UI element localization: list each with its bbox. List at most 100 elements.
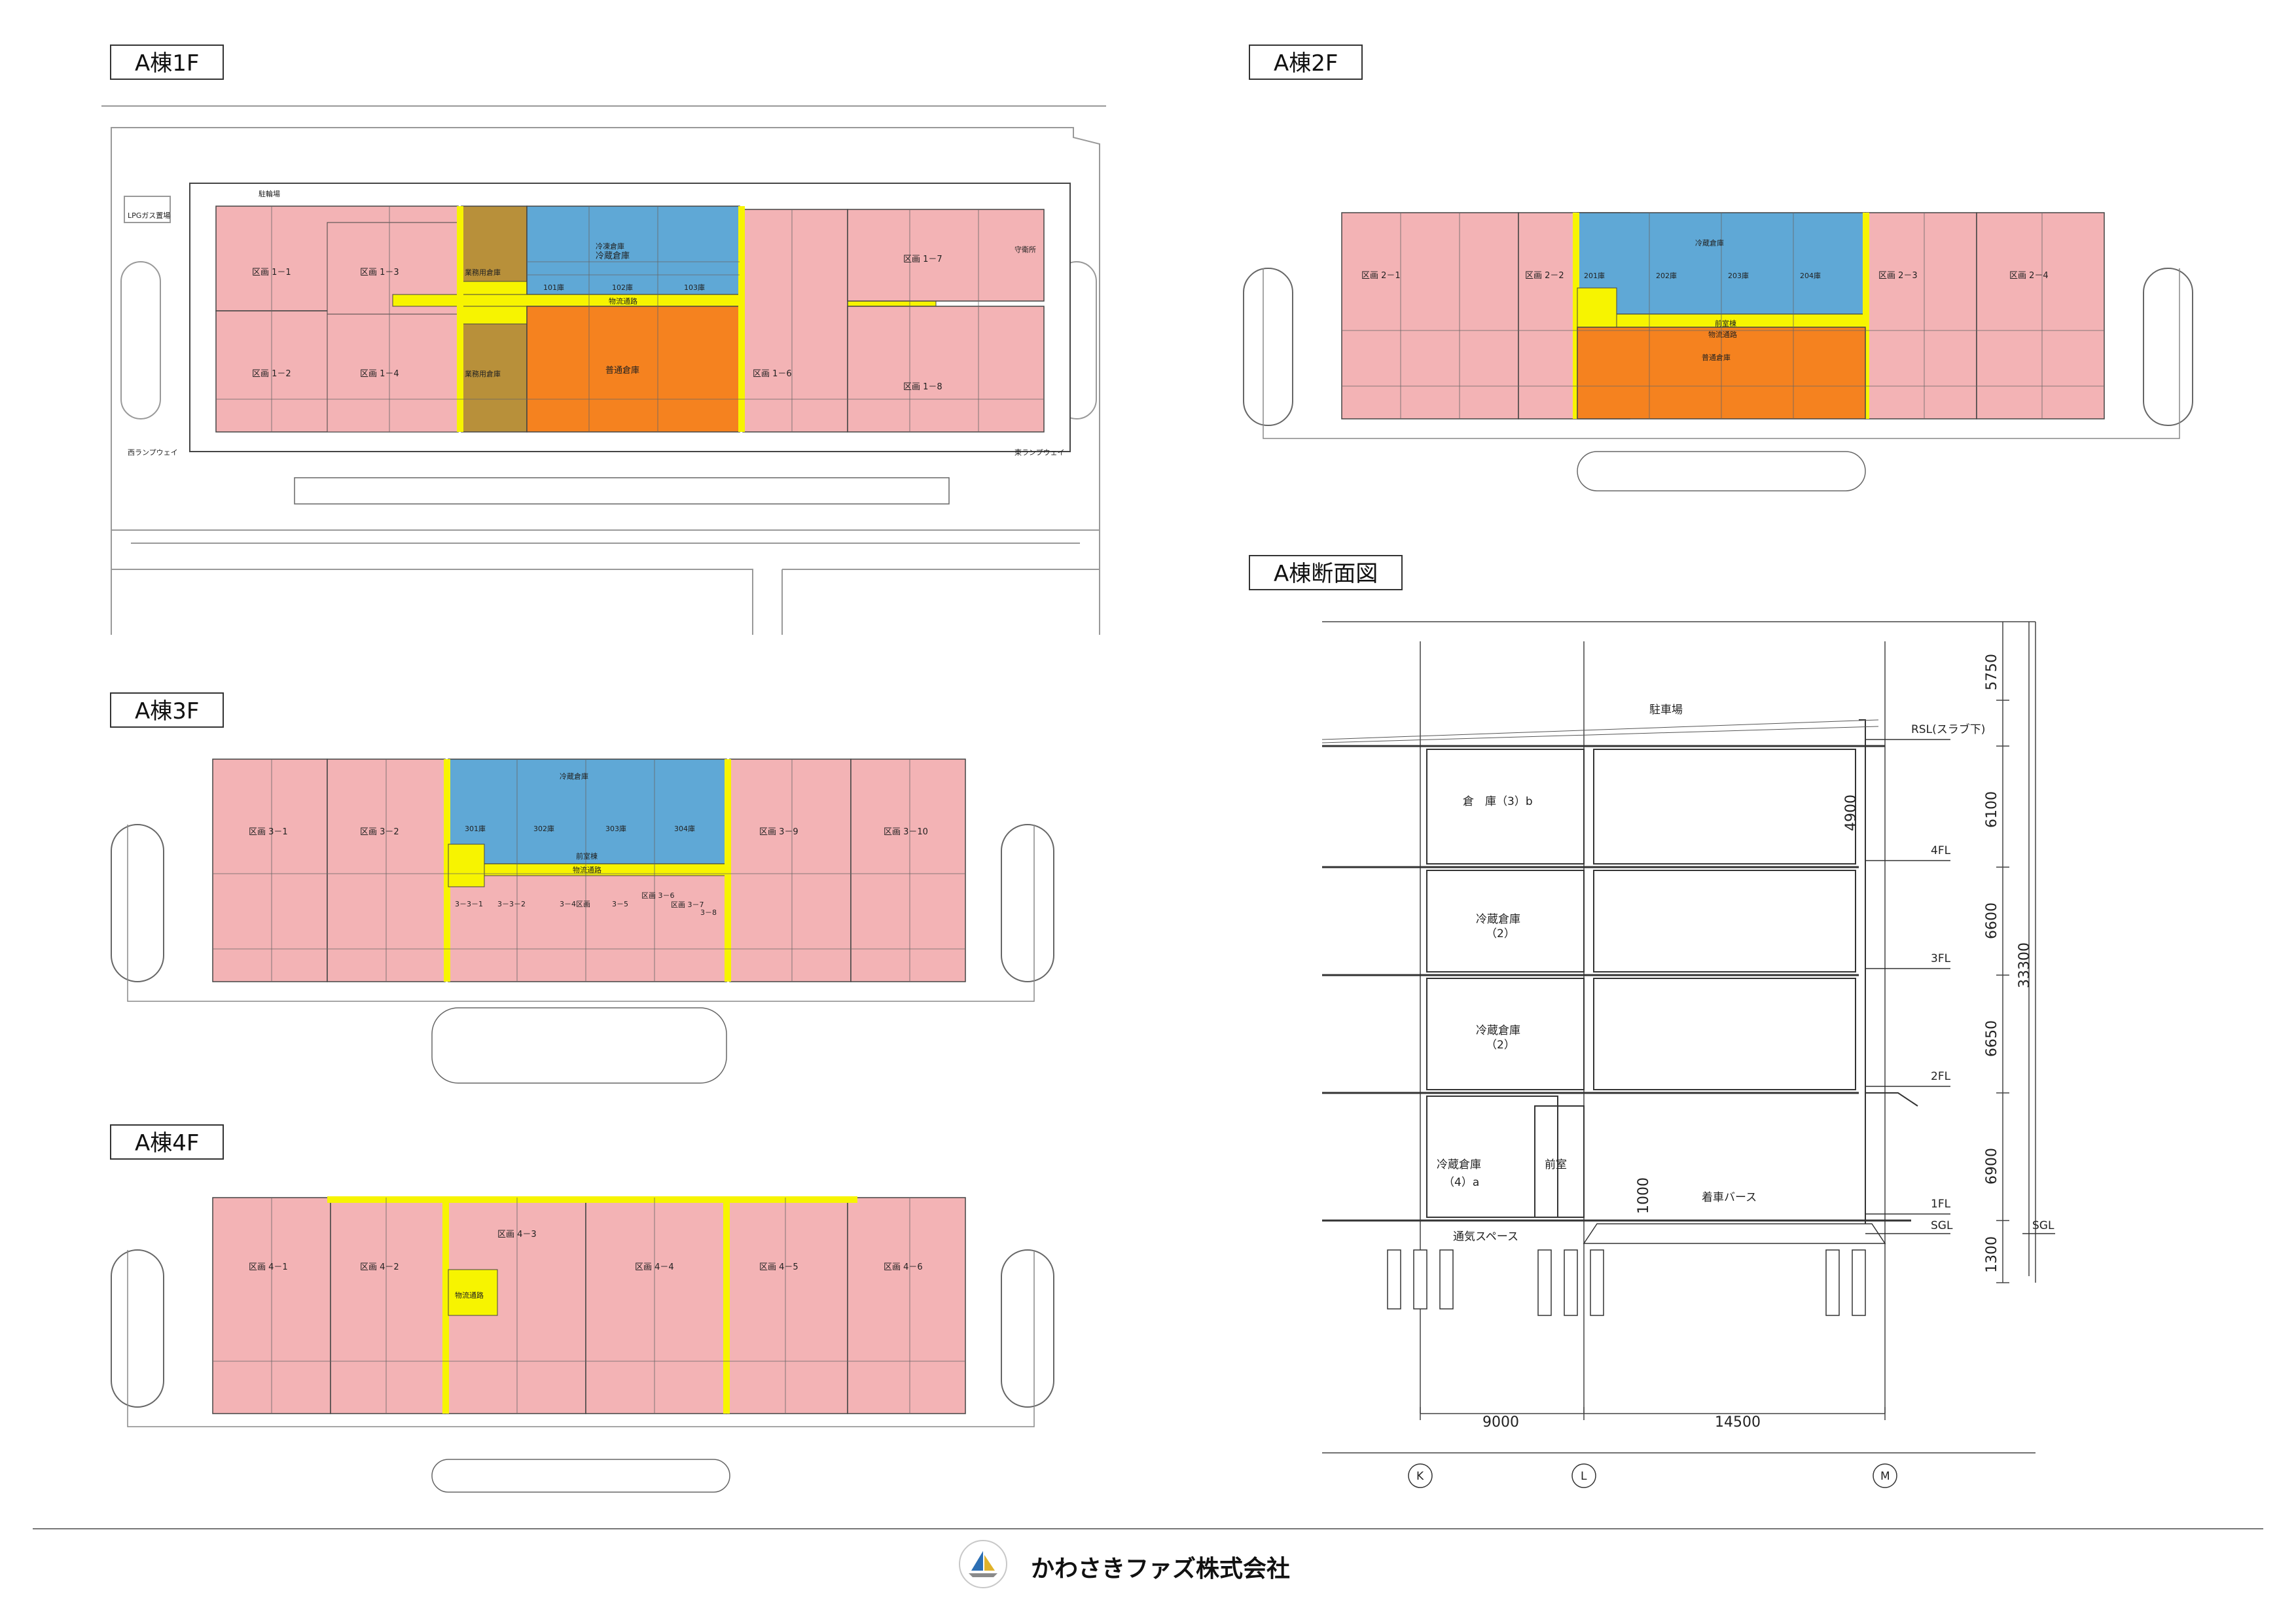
- company-logo-icon: [959, 1540, 1007, 1588]
- corridor-1f-v3: [457, 206, 463, 432]
- fridge-1f-block: [526, 205, 740, 295]
- section-drawing: 駐車場 倉 庫（3）b 冷蔵倉庫 （2） 冷蔵倉庫 （2） 冷蔵倉庫 （4）a …: [1321, 621, 2055, 1488]
- room-103-label: 103庫: [684, 283, 705, 292]
- zone-1-4-label: 区画 1－4: [360, 369, 399, 379]
- corridor-3f-label: 物流通路: [573, 865, 601, 874]
- zone-1-3-label: 区画 1－3: [360, 268, 399, 277]
- height-dimension-line: [1996, 622, 2036, 1283]
- axis-k: K: [1416, 1470, 1424, 1483]
- height-total: 33300: [2017, 942, 2033, 988]
- zone-1-8-block: [847, 306, 1045, 433]
- level-rsl: RSL(スラブ下): [1911, 722, 1985, 736]
- anteroom-3f: [448, 844, 485, 887]
- annex-4f: [431, 1459, 730, 1493]
- zone-4-5-block: [726, 1197, 848, 1414]
- room-304-label: 304庫: [674, 824, 695, 833]
- ramp-west-4f: [111, 1249, 164, 1408]
- zone-1-7-block: [847, 209, 1045, 302]
- floor-4-title: A棟4F: [110, 1124, 224, 1160]
- general-1f-block: [526, 306, 740, 433]
- general-2f-label: 普通倉庫: [1702, 353, 1731, 362]
- zone-2-3-label: 区画 2－3: [1878, 271, 1918, 281]
- fridge-1f-label: 冷蔵倉庫: [596, 251, 630, 261]
- sub-3-3-2-label: 3－3－2: [497, 900, 526, 908]
- ramp-west-2f: [1243, 268, 1293, 426]
- corridor-3f-v1: [444, 759, 450, 982]
- corridor-1f-label: 物流通路: [609, 296, 637, 306]
- anteroom-label: 前室: [1545, 1158, 1567, 1171]
- height-6650: 6650: [1984, 1020, 2000, 1057]
- corridor-2f-label: 物流通路: [1708, 330, 1737, 339]
- floor-2-title: A棟2F: [1249, 45, 1363, 80]
- annex-2f: [1577, 451, 1866, 491]
- zone-2-4-label: 区画 2－4: [2009, 271, 2049, 281]
- zone-4-2-label: 区画 4－2: [360, 1262, 399, 1272]
- sub-3-8-label: 3－8: [700, 908, 717, 917]
- corridor-4f-v2: [723, 1198, 730, 1414]
- zone-4-1-label: 区画 4－1: [249, 1262, 288, 1272]
- parking-label: 駐車場: [1649, 704, 1683, 717]
- corridor-4f-top: [327, 1196, 857, 1203]
- corridor-2f-v2: [1863, 213, 1869, 419]
- room-101-label: 101庫: [543, 283, 564, 292]
- level-4fl: 4FL: [1931, 844, 1951, 857]
- sub-3-3-1-label: 3－3－1: [455, 900, 483, 908]
- guard-house-label: 守衛所: [1014, 245, 1036, 254]
- span-dimension-line: [1420, 1407, 1886, 1420]
- room-301-label: 301庫: [465, 824, 486, 833]
- zone-3-9-label: 区画 3－9: [759, 827, 798, 837]
- room-201-label: 201庫: [1584, 271, 1605, 280]
- cold-2b-label: 冷蔵倉庫: [1476, 1024, 1520, 1037]
- level-3fl: 3FL: [1931, 952, 1951, 965]
- ramp-east-label: 東ランプウェイ: [1014, 448, 1065, 457]
- zone-1-2-label: 区画 1－2: [252, 369, 291, 379]
- berth-label: 着車バース: [1702, 1191, 1757, 1204]
- corridor-2f-v1: [1573, 213, 1579, 419]
- axis-l: L: [1581, 1470, 1587, 1483]
- room-102-label: 102庫: [612, 283, 633, 292]
- height-6600: 6600: [1984, 902, 2000, 939]
- piles: [1387, 1223, 1886, 1316]
- zone-1-8-label: 区画 1－8: [903, 382, 942, 392]
- height-inner-4900: 4900: [1843, 794, 1859, 831]
- freezer-1f-label: 冷凍倉庫: [596, 241, 624, 251]
- room-303-label: 303庫: [605, 824, 626, 833]
- anteroom-3f-label: 前室棟: [576, 851, 598, 861]
- zone-1-7-label: 区画 1－7: [903, 255, 942, 264]
- section-title: A棟断面図: [1249, 555, 1403, 590]
- vent-space-label: 通気スペース: [1453, 1230, 1518, 1243]
- sub-3-4-label: 3－4区画: [560, 900, 590, 908]
- floor-1-plan: 区画 1－1 区画 1－2 区画 1－3 区画 1－4 区画 1－6 区画 1－…: [101, 105, 1106, 635]
- zone-4-5-label: 区画 4－5: [759, 1262, 798, 1272]
- gas-storage-label: LPGガス置場: [128, 211, 170, 220]
- height-6900: 6900: [1984, 1148, 2000, 1185]
- zone-3-9-block: [729, 758, 852, 982]
- corridor-4f-v1: [442, 1198, 449, 1414]
- sub-3-7-label: 区画 3－7: [671, 901, 704, 909]
- zone-3-10-label: 区画 3－10: [884, 827, 928, 837]
- ramp-east-3f: [1001, 824, 1054, 982]
- axis-m: M: [1880, 1470, 1890, 1483]
- level-sgl-2: SGL: [2032, 1219, 2054, 1232]
- corridor-1f-v2: [738, 206, 745, 432]
- cold-2a-label: 冷蔵倉庫: [1476, 913, 1520, 926]
- fridge-2f-label: 冷蔵倉庫: [1695, 238, 1724, 247]
- zone-2-1-label: 区画 2－1: [1361, 271, 1401, 281]
- annex-3f: [431, 1007, 727, 1084]
- company-name: かわさきファズ株式会社: [1031, 1556, 1291, 1582]
- office-1f-label-2: 業務用倉庫: [465, 369, 501, 378]
- zone-2-4-block: [1976, 212, 2105, 419]
- anteroom-2f: [1577, 287, 1617, 328]
- level-2fl: 2FL: [1931, 1070, 1951, 1083]
- level-sgl-1: SGL: [1931, 1219, 1953, 1232]
- room-302-label: 302庫: [533, 824, 554, 833]
- room-203-label: 203庫: [1728, 271, 1749, 280]
- floor-4-plan: 区画 4－1 区画 4－2 区画 4－3 区画 4－4 区画 4－5 区画 4－…: [111, 1196, 1054, 1493]
- ramp-west-label: 西ランプウェイ: [128, 448, 178, 457]
- mid-3f-block: [448, 873, 727, 982]
- zone-3-2-label: 区画 3－2: [360, 827, 399, 837]
- zone-2-2-label: 区画 2－2: [1525, 271, 1564, 281]
- floor-1-title: A棟1F: [110, 45, 224, 80]
- zone-4-2-block: [330, 1197, 446, 1414]
- column-grid-4f: [213, 1198, 965, 1414]
